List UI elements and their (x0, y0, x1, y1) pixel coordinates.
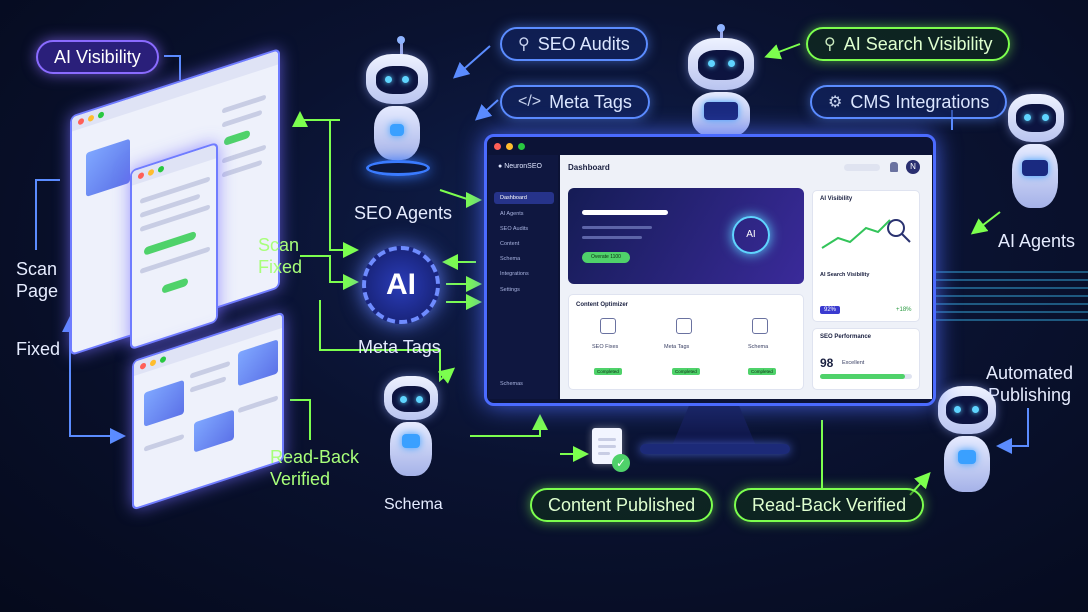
search-bar[interactable] (844, 164, 880, 171)
meta-tags-label: Meta Tags (358, 337, 441, 357)
ai-magnifier-icon: AI (732, 216, 770, 254)
ai-visibility-sparkline (821, 219, 911, 249)
seo-performance-title: SEO Performance (820, 334, 872, 340)
status-badge: Completed (748, 368, 776, 375)
schema-label: Schema (384, 496, 443, 513)
window-controls (494, 143, 525, 150)
ai-agent-robot-right (1000, 94, 1070, 214)
notification-icon[interactable] (890, 162, 898, 172)
sidebar-item-schemas[interactable]: Schemas (500, 381, 523, 387)
sidebar-item-content[interactable]: Content (500, 241, 520, 247)
content-published-pill: Content Published (530, 488, 714, 522)
top-center-robot (672, 24, 772, 143)
hero-button[interactable]: Overate 1100 (582, 252, 630, 263)
ai-visibility-title: AI Visibility (820, 196, 853, 202)
search-icon: ⚲ (518, 36, 530, 53)
gear-icon: ⚙ (828, 94, 843, 111)
content-optimizer-title: Content Optimizer (576, 302, 628, 308)
schema-icon (752, 318, 768, 334)
sidebar-item-integrations[interactable]: Integrations (500, 271, 529, 277)
sidebar-item-dashboard[interactable]: Dashboard (494, 192, 554, 204)
brand-logo: ● NeuronSEO (498, 163, 542, 170)
monitor-base (640, 444, 790, 454)
cms-integrations-pill: ⚙ CMS Integrations (810, 85, 1008, 119)
avatar[interactable]: N (906, 160, 920, 174)
score-value: 98 (820, 356, 834, 370)
optimizer-item-meta-tags: Meta Tags (664, 344, 690, 350)
ai-gear-icon: AI (362, 246, 440, 324)
meta-tags-icon (676, 318, 692, 334)
read-back-verified-label: Read-Back Verified (270, 447, 360, 489)
content-optimizer-card (568, 294, 804, 390)
seo-performance-card (812, 328, 920, 390)
optimizer-item-schema: Schema (748, 344, 769, 350)
automated-publishing-label: Automated Publishing (986, 363, 1074, 405)
sidebar-item-settings[interactable]: Settings (500, 287, 520, 293)
status-badge: Completed (594, 368, 622, 375)
fixed-label: Fixed (16, 339, 61, 359)
optimizer-item-seo-fixes: SEO Fixes (592, 344, 619, 350)
ai-search-visibility-title: AI Search Visibility (820, 272, 870, 278)
data-streaks (936, 271, 1088, 321)
ai-visibility-card (812, 190, 920, 322)
publishing-robot (930, 386, 1006, 506)
sidebar-item-schema[interactable]: Schema (500, 256, 521, 262)
seo-fixes-icon (600, 318, 616, 334)
image-placeholder (86, 138, 130, 197)
ai-visibility-pill: AI Visibility (36, 40, 159, 74)
page-title: Dashboard (568, 163, 610, 172)
webpage-middle (130, 141, 218, 351)
scan-fixed-label: Scan Fixed (258, 235, 303, 277)
status-badge: Completed (672, 368, 700, 375)
percent-badge: 92% (820, 306, 841, 314)
score-progress-bar (820, 374, 905, 379)
meta-tags-pill: </> Meta Tags (500, 85, 650, 119)
seo-audits-pill: ⚲ SEO Audits (500, 27, 648, 61)
code-icon: </> (518, 93, 542, 110)
search-icon: ⚲ (824, 36, 836, 53)
delta-label: +18% (896, 307, 912, 313)
scan-page-label: Scan Page (16, 259, 59, 301)
sidebar-item-seo-audits[interactable]: SEO Audits (500, 226, 529, 232)
score-label: Excellent (842, 360, 865, 366)
ai-agents-label: AI Agents (998, 231, 1076, 251)
schema-robot (378, 376, 448, 486)
read-back-verified-pill: Read-Back Verified (734, 488, 925, 522)
seo-agent-robot (360, 36, 440, 190)
ai-search-visibility-pill: ⚲ AI Search Visibility (806, 27, 1011, 61)
sidebar-item-ai-agents[interactable]: AI Agents (500, 211, 524, 217)
check-icon: ✓ (612, 454, 630, 472)
seo-agents-label: SEO Agents (354, 203, 453, 223)
